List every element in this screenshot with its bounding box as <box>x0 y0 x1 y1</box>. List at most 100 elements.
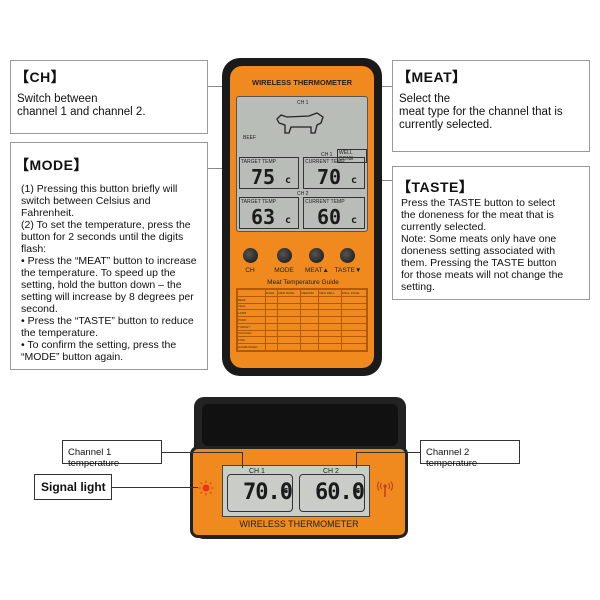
guide-header-cell: MED RARE <box>277 289 302 297</box>
taste-button-label: TASTE▼ <box>334 267 362 274</box>
mode-text-line: flash: <box>21 243 47 255</box>
channel1-connector <box>162 452 242 453</box>
base-ch1-unit: c <box>283 486 289 496</box>
taste-button[interactable] <box>340 248 355 263</box>
meat-text-line: currently selected. <box>399 119 493 131</box>
mode-text-line: • To confirm the setting, press the <box>21 339 177 351</box>
guide-row-label: PORK <box>237 316 266 324</box>
guide-header-cell: MED WELL <box>318 289 342 297</box>
signal-callout: Signal light <box>34 474 112 500</box>
mode-text: (1) Pressing this button briefly will sw… <box>21 183 207 363</box>
lcd-ch1-sub-label: CH 1 <box>321 152 333 158</box>
base-ch1-value: 70.0 <box>243 480 293 505</box>
cow-icon <box>276 112 324 134</box>
base-ch2-value: 60.0 <box>315 480 365 505</box>
taste-text-line: Note: Some meats only have one <box>401 233 557 245</box>
device-title: WIRELESS THERMOMETER <box>251 78 352 87</box>
ch2-target-unit: c <box>285 215 292 226</box>
ch1-target-box <box>239 157 299 189</box>
channel2-connector-v <box>356 452 357 468</box>
base-receiver-top <box>202 404 398 446</box>
guide-row: VEAL <box>237 302 368 311</box>
mode-button[interactable] <box>277 248 292 263</box>
ch2-target-box <box>239 197 299 229</box>
base-ch2-unit: c <box>355 486 361 496</box>
channel1-callout: Channel 1 temperature <box>62 440 162 469</box>
mode-text-line: the temperature. <box>21 327 99 339</box>
guide-title: Meat Temperature Guide <box>267 279 339 286</box>
mode-text-line: second. <box>21 303 58 315</box>
ch1-current-box <box>303 157 365 189</box>
ch1-current-unit: c <box>351 175 358 186</box>
base-lcd: CH 1 CH 2 70.0 c 60.0 c <box>222 465 370 517</box>
base-ch2-label: CH 2 <box>323 468 339 475</box>
mode-text-line: setting, hold the button down – the <box>21 279 182 291</box>
guide-table: RARE MED RARE MEDIUM MED WELL WELL DONE … <box>237 289 368 351</box>
ch2-target-label: TARGET TEMP <box>241 199 277 205</box>
mode-text-line: “MODE” button again. <box>21 351 124 363</box>
taste-text-line: them. Pressing the TASTE button <box>401 257 557 269</box>
ch1-current-value: 70 <box>317 165 342 189</box>
guide-row: TURKEY <box>237 322 368 331</box>
meat-button-label: MEAT▲ <box>304 267 329 274</box>
taste-text-line: the doneness for the meat that is <box>401 209 554 221</box>
channel1-connector-v <box>242 452 243 468</box>
taste-callout-box: 【TASTE】 Press the TASTE button to select… <box>392 166 590 300</box>
channel2-callout-text: Channel 2 temperature <box>426 447 478 469</box>
lcd-doneness: WELL DONE <box>337 149 367 163</box>
guide-header-cell: MEDIUM <box>300 289 320 297</box>
meat-button[interactable] <box>309 248 324 263</box>
guide-row-label: BEEF <box>237 295 266 304</box>
ch2-target-value: 63 <box>251 205 276 229</box>
ch-text-line: channel 1 and channel 2. <box>17 106 146 118</box>
guide-row-label: TURKEY <box>237 322 266 331</box>
base-ch1-label: CH 1 <box>249 468 265 475</box>
meat-title: 【MEAT】 <box>397 69 467 85</box>
device-lcd: CH 1 BEEF WELL DONE TARGET TEMP CURRENT … <box>236 96 368 232</box>
guide-header-cell: RARE <box>264 289 279 297</box>
signal-callout-text: Signal light <box>41 480 106 494</box>
meat-text: Select the meat type for the channel tha… <box>399 93 563 132</box>
mode-text-line: • Press the “MEAT” button to increase <box>21 255 197 267</box>
guide-row-label: FISH <box>237 336 266 345</box>
guide-row: CHICKEN <box>237 329 368 338</box>
lcd-ch2-label: CH 2 <box>297 191 309 197</box>
channel2-connector <box>356 452 420 453</box>
base-ch1-box <box>227 474 293 512</box>
ch2-current-value: 60 <box>317 205 342 229</box>
taste-text-line: doneness setting associated with <box>401 245 556 257</box>
guide-header-row: RARE MED RARE MEDIUM MED WELL WELL DONE <box>237 289 368 297</box>
guide-row-label: LAMB <box>237 309 266 318</box>
ch1-target-unit: c <box>285 175 292 186</box>
meat-temperature-guide: Meat Temperature Guide RARE MED RARE MED… <box>236 279 368 352</box>
mode-text-line: Fahrenheit. <box>21 207 75 219</box>
guide-row-label: CHICKEN <box>237 329 266 338</box>
taste-title: 【TASTE】 <box>397 179 474 195</box>
mode-text-line: (1) Pressing this button briefly will <box>21 183 178 195</box>
guide-row: HAMBURGER <box>237 343 368 351</box>
taste-text: Press the TASTE button to select the don… <box>401 197 589 293</box>
mode-text-line: the temperature. To speed up the <box>21 267 176 279</box>
ch1-current-label: CURRENT TEMP <box>305 159 345 165</box>
ch-button[interactable] <box>243 248 258 263</box>
channel2-callout: Channel 2 temperature <box>420 440 520 469</box>
ch1-target-label: TARGET TEMP <box>241 159 277 165</box>
signal-connector <box>112 487 198 488</box>
mode-callout-box: 【MODE】 (1) Pressing this button briefly … <box>10 142 208 370</box>
mode-title: 【MODE】 <box>15 157 88 173</box>
guide-row-label: HAMBURGER <box>237 343 266 351</box>
ch-button-label: CH <box>245 267 255 274</box>
guide-row: FISH <box>237 336 368 345</box>
guide-row: LAMB <box>237 309 368 318</box>
taste-text-line: setting. <box>401 281 435 293</box>
guide-header-cell <box>237 289 266 297</box>
lcd-ch1-label: CH 1 <box>297 100 309 106</box>
mode-text-line: button for 2 seconds until the digits <box>21 231 184 243</box>
ch2-current-unit: c <box>351 215 358 226</box>
lcd-beef-label: BEEF <box>243 135 257 141</box>
ch-callout-box: 【CH】 Switch between channel 1 and channe… <box>10 60 208 134</box>
mode-text-line: • Press the “TASTE” button to reduce <box>21 315 194 327</box>
ch-text: Switch between channel 1 and channel 2. <box>17 93 146 119</box>
ch-title: 【CH】 <box>15 69 66 85</box>
guide-header-cell: WELL DONE <box>340 289 368 297</box>
